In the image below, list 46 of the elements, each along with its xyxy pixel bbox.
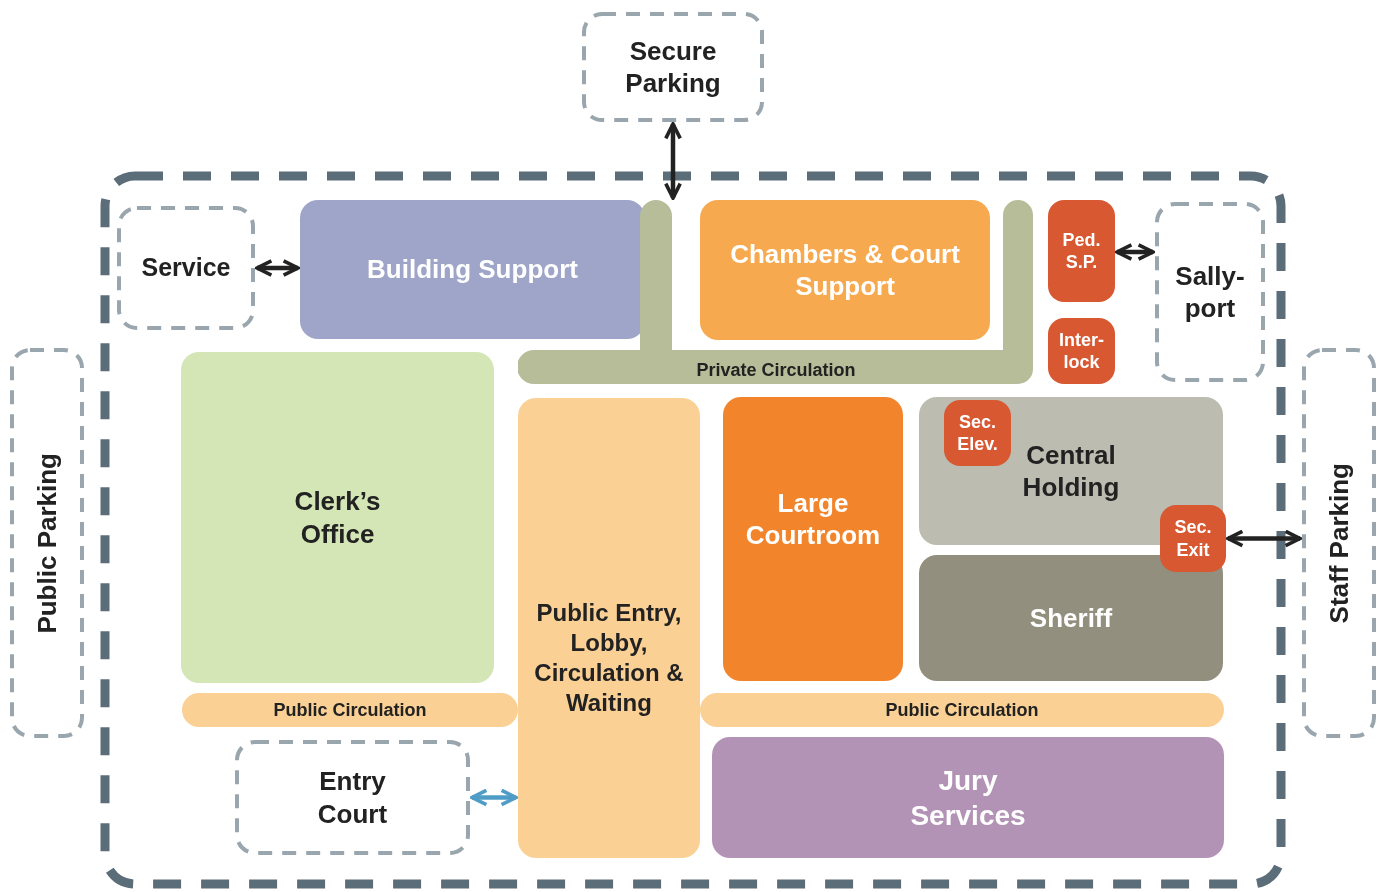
room-label: Public Circulation	[273, 698, 427, 722]
room-label: Public Entry, Lobby, Circulation & Waiting	[533, 598, 685, 718]
dashed-zone	[1155, 202, 1265, 382]
double-arrow	[1226, 529, 1302, 548]
room-label: Jury Services	[909, 763, 1027, 833]
room-block	[712, 737, 1224, 858]
room-label: Service	[141, 252, 231, 284]
dashed-zone	[582, 12, 764, 122]
room-label: Inter-lock	[1058, 328, 1105, 374]
dashed-zone	[235, 740, 470, 855]
dashed-zone	[1302, 348, 1376, 738]
room-label: Entry Court	[316, 765, 389, 830]
security-badge	[1048, 318, 1115, 384]
circulation-band	[182, 693, 518, 727]
room-block	[181, 352, 494, 683]
double-arrow	[1115, 243, 1155, 261]
circulation-band	[700, 693, 1224, 727]
room-label: Secure Parking	[624, 34, 722, 100]
room-label: Central Holding	[1021, 438, 1121, 504]
room-label: Building Support	[367, 253, 578, 286]
room-block	[700, 200, 990, 340]
room-block	[518, 398, 700, 858]
room-label: Private Circulation	[696, 358, 856, 381]
room-label: Staff Parking	[1322, 462, 1355, 624]
security-badge	[1160, 505, 1226, 572]
security-badge	[1048, 200, 1115, 302]
dashed-zone	[117, 206, 255, 330]
room-label: Ped. S.P.	[1061, 228, 1102, 274]
double-arrow	[664, 122, 682, 200]
room-label: Large Courtroom	[744, 486, 882, 552]
double-arrow	[255, 259, 300, 277]
room-label: Sally-port	[1174, 259, 1246, 325]
security-badge	[944, 400, 1011, 466]
room-block	[723, 397, 903, 681]
room-label: Chambers & Court Support	[729, 237, 961, 303]
room-block	[300, 200, 645, 339]
room-label: Public Parking	[30, 452, 63, 634]
room-label: Sheriff	[1029, 601, 1113, 635]
room-label: Public Circulation	[885, 698, 1039, 722]
room-block	[919, 555, 1223, 681]
room-label: Clerk’s Office	[293, 485, 382, 550]
room-label: Sec. Exit	[1173, 516, 1213, 561]
double-arrow	[470, 788, 518, 807]
dashed-zone	[10, 348, 84, 738]
room-block	[919, 397, 1223, 545]
room-label: Sec. Elev.	[956, 410, 999, 456]
